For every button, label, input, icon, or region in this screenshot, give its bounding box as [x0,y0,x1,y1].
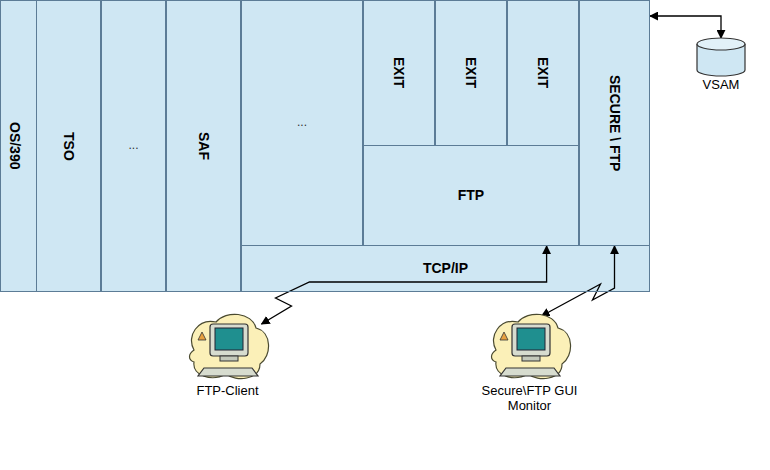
component-label: ... [128,139,138,153]
component-label: TSO [60,132,76,161]
icon-caption: VSAM [703,78,740,93]
component-label: ... [297,116,307,130]
stand [220,356,238,361]
connector-arrow [650,16,721,38]
saf-column: SAF [166,0,241,292]
other-column: ... [241,0,363,246]
exit-column: EXIT [507,0,579,146]
connector-arrow [542,246,615,316]
cloud-blob [491,314,570,378]
frame-label: OS/390 [7,122,23,169]
ftp-client-pc: FTP-Client [165,310,290,430]
component-label: TCP/IP [423,260,468,276]
os-fill [1,1,649,291]
connector-arrow [262,246,547,324]
component-label: EXIT [463,57,479,88]
ftp-box: FTP [363,145,579,246]
component-label: EXIT [535,57,551,88]
computer-icon [488,310,572,384]
os-frame: OS/390 TSO... SAF... TCP/IP FTP EXIT EXIT EXIT S… [0,0,650,292]
screen [517,328,545,350]
computer-icon [186,310,270,384]
component-label: SECURE \ FTP [606,75,622,171]
exit-column: EXIT [363,0,435,146]
icon-caption: Secure\FTP GUI Monitor [480,384,580,414]
keyboard [500,368,560,376]
vsam-cylinder: VSAM [688,36,754,106]
pencil-cup [500,332,508,340]
component-label: EXIT [391,57,407,88]
tso-column: TSO [36,0,101,292]
exit-column: EXIT [435,0,507,146]
screen [215,328,243,350]
cloud-blob [189,314,268,378]
component-label: FTP [458,187,484,203]
tcpip-band: TCP/IP [241,245,650,292]
disk-cylinder [694,36,748,78]
frame-label-holder: OS/390 [7,1,23,291]
pencil-cup [198,332,206,340]
other-column: ... [101,0,166,292]
keyboard [198,368,258,376]
monitor [512,324,550,356]
component-label: SAF [195,132,211,160]
gui-monitor-pc: Secure\FTP GUI Monitor [462,310,597,440]
secure-ftp-column: SECURE \ FTP [579,0,650,246]
stand [522,356,540,361]
icon-caption: FTP-Client [196,384,258,399]
monitor [210,324,248,356]
